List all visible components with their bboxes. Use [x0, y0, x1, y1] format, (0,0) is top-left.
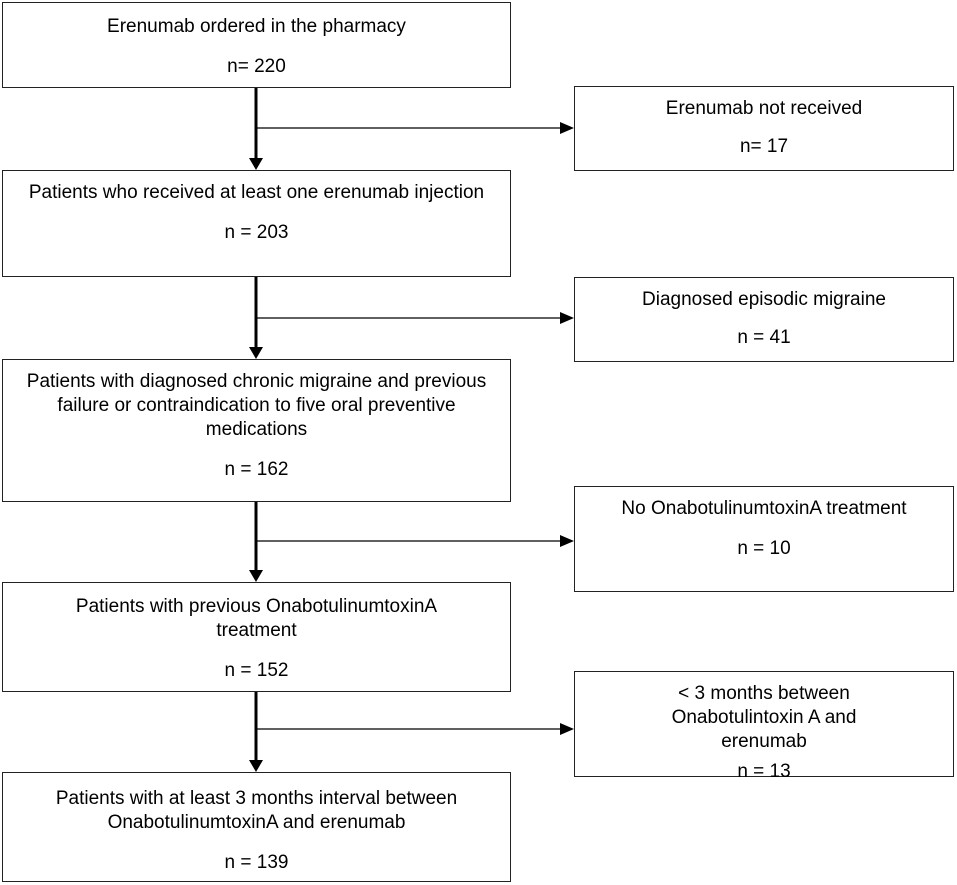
- arrowhead-main-3: [249, 570, 263, 582]
- main-arrows: [249, 87, 263, 772]
- arrowhead-exclusion-2: [560, 312, 574, 324]
- exclusion-box-not-received: Erenumab not received n= 17: [574, 86, 954, 171]
- exclusion-box-count: n = 13: [737, 761, 791, 782]
- exclusion-box-count: n= 17: [739, 136, 789, 157]
- main-box-title: Patients with previous Onabotulinumtoxin…: [75, 596, 438, 641]
- arrowhead-main-2: [249, 347, 263, 359]
- main-box-count: n = 139: [224, 852, 289, 873]
- main-box-title: Patients who received at least one erenu…: [28, 182, 485, 203]
- main-box-count: n = 152: [224, 660, 289, 681]
- arrowhead-exclusion-1: [560, 122, 574, 134]
- exclusion-box-title: No OnabotulinumtoxinA treatment: [621, 498, 907, 519]
- exclusion-box-title: Diagnosed episodic migraine: [642, 289, 886, 310]
- main-box-received: Patients who received at least one erenu…: [2, 170, 511, 277]
- main-box-count: n= 220: [227, 56, 286, 77]
- main-box-title: Erenumab ordered in the pharmacy: [107, 16, 406, 37]
- exclusion-box-title: < 3 months between Onabotulintoxin A and…: [671, 683, 857, 752]
- main-box-count: n = 203: [224, 222, 289, 243]
- arrowhead-main-4: [249, 760, 263, 772]
- main-box-previous-onabot: Patients with previous Onabotulinumtoxin…: [2, 582, 511, 692]
- exclusion-box-episodic: Diagnosed episodic migraine n = 41: [574, 277, 954, 362]
- main-box-final: Patients with at least 3 months interval…: [2, 772, 511, 882]
- arrowhead-main-1: [249, 158, 263, 170]
- main-box-count: n = 162: [224, 459, 289, 480]
- arrowhead-exclusion-4: [560, 723, 574, 735]
- main-box-ordered: Erenumab ordered in the pharmacy n= 220: [2, 2, 511, 88]
- main-box-chronic: Patients with diagnosed chronic migraine…: [2, 359, 511, 502]
- exclusion-box-under-3-months: < 3 months between Onabotulintoxin A and…: [574, 671, 954, 782]
- arrowhead-exclusion-3: [560, 535, 574, 547]
- main-box-title: Patients with at least 3 months interval…: [55, 788, 458, 833]
- exclusion-box-title: Erenumab not received: [665, 98, 863, 119]
- exclusion-arrows: [256, 122, 574, 735]
- main-box-title: Patients with diagnosed chronic migraine…: [26, 371, 487, 440]
- exclusion-box-count: n = 41: [737, 327, 791, 348]
- exclusion-box-count: n = 10: [737, 538, 791, 559]
- exclusion-box-no-onabot: No OnabotulinumtoxinA treatment n = 10: [574, 486, 954, 592]
